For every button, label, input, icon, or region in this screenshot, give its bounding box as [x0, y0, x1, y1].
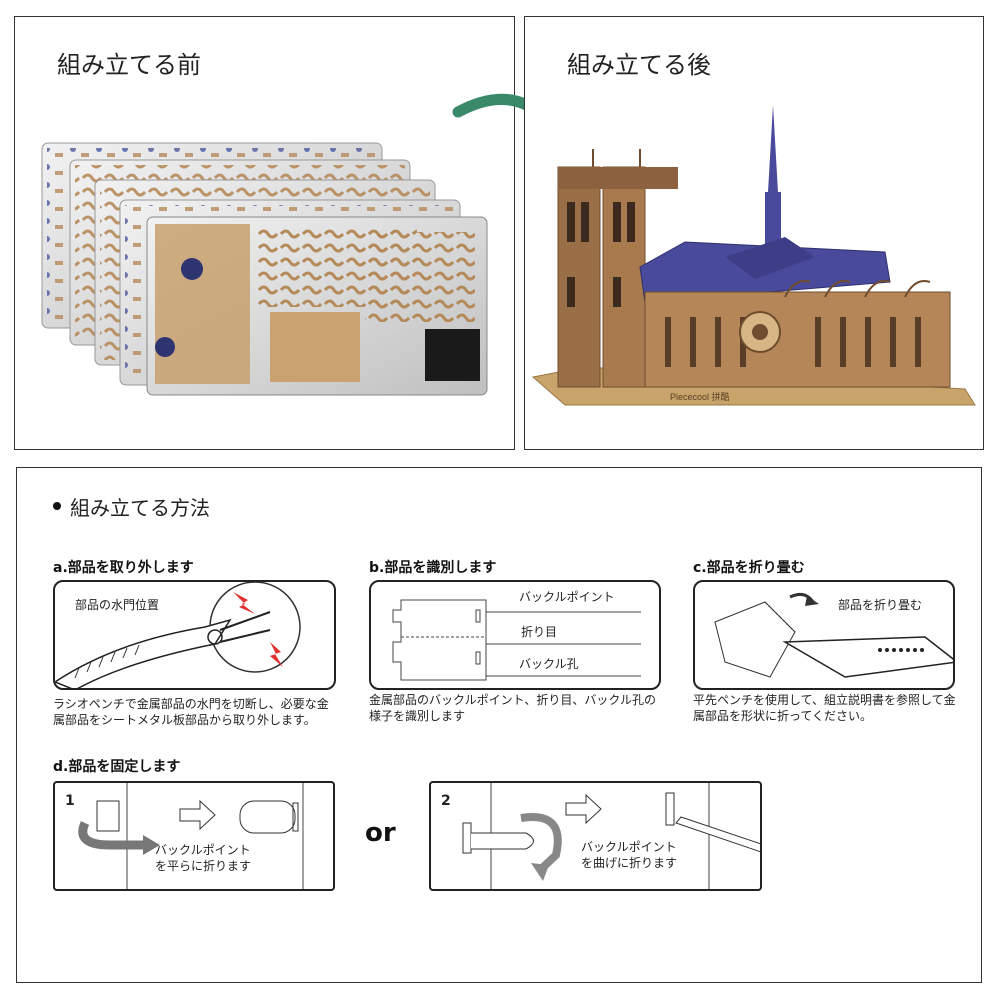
before-panel: 組み立てる前: [14, 16, 515, 450]
cathedral-model-illustration: Piececool 拼酷: [531, 105, 976, 406]
metal-sheets-illustration: [41, 142, 488, 396]
buckle-point-label: バックルポイント: [519, 590, 615, 604]
step-c-illustration: 部品を折り畳む: [693, 580, 955, 690]
or-label: or: [365, 818, 396, 848]
step-d1-illustration: 1 バックルポイント を平らに折ります: [53, 781, 335, 891]
step-d1-number: 1: [65, 793, 75, 809]
gate-position-label: 部品の水門位置: [75, 598, 160, 612]
step-a-caption: ラシオペンチで金属部品の水門を切断し、必要な金属部品をシートメタル板部品から取り…: [53, 697, 329, 727]
step-c-title: c.部品を折り畳む: [693, 560, 805, 576]
before-title: 組み立てる前: [57, 51, 201, 79]
bullet-dot: [53, 502, 61, 510]
sheet-e: [146, 216, 488, 396]
step-d2-number: 2: [441, 793, 451, 809]
step-d2-illustration: 2 バックルポイント を曲げに折ります: [429, 781, 762, 891]
step-b-caption: 金属部品のバックルポイント、折り目、バックル孔の様子を識別します: [369, 693, 657, 723]
fold-part-label: 部品を折り畳む: [838, 598, 923, 612]
step-a-illustration: 部品の水門位置: [53, 580, 336, 690]
brand-label: Piececool 拼酷: [670, 391, 730, 402]
buckle-hole-label: バックル孔: [519, 657, 579, 671]
step-d2-label-1: バックルポイント: [581, 840, 677, 854]
howto-panel: 組み立てる方法 a.部品を取り外します 部品の水門位置 ラシオペンチで金属部品の…: [16, 467, 982, 983]
step-d1-label-1: バックルポイント: [155, 843, 251, 857]
step-c-caption: 平先ペンチを使用して、組立説明書を参照して金属部品を形状に折ってください。: [693, 693, 956, 723]
step-b-title: b.部品を識別します: [369, 560, 497, 576]
fold-line-label: 折り目: [521, 625, 558, 639]
step-d1-label-2: を平らに折ります: [155, 859, 252, 873]
after-panel: 組み立てる後: [524, 16, 984, 450]
step-d-title: d.部品を固定します: [53, 759, 181, 775]
howto-heading: 組み立てる方法: [70, 496, 210, 520]
step-a-title: a.部品を取り外します: [53, 560, 194, 576]
after-title: 組み立てる後: [567, 51, 711, 79]
step-d2-label-2: を曲げに折ります: [581, 856, 678, 870]
step-b-illustration: バックルポイント 折り目 バックル孔: [369, 580, 661, 690]
